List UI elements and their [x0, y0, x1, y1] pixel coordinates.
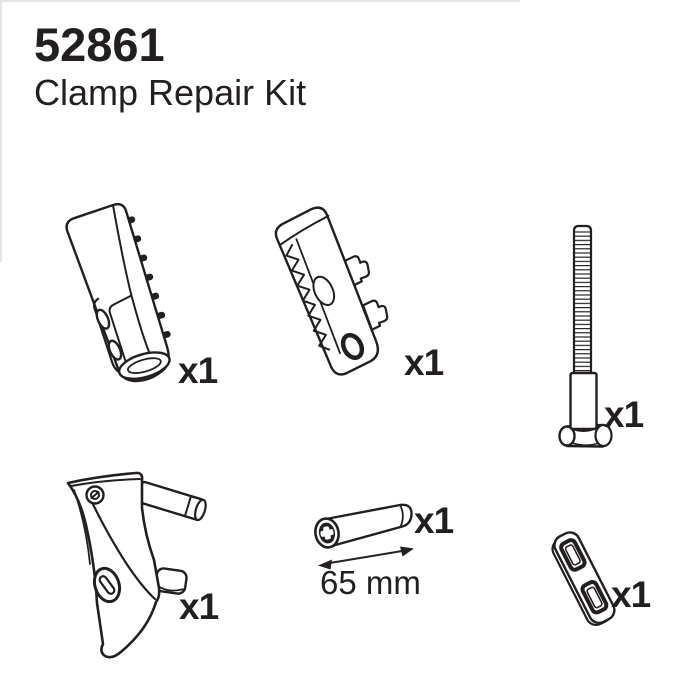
dimension-arrow-icon: [318, 546, 414, 570]
clamp-bracket-figure: [50, 468, 215, 663]
t-head-threaded-bolt-illustration: [558, 224, 613, 448]
serrated-clamp-jaw-figure: [262, 206, 412, 401]
clamp-bracket-illustration: [66, 471, 207, 659]
slotted-insert-figure: [548, 528, 620, 630]
t-head-threaded-bolt-figure: [550, 222, 620, 452]
page-edge-line-top: [0, 0, 520, 2]
quantity-label: x1: [414, 500, 454, 541]
clamp-cover-illustration: [65, 202, 171, 383]
header: 52861 Clamp Repair Kit: [34, 20, 306, 114]
quantity-label: x1: [179, 586, 219, 627]
clamp-cover-figure: [48, 202, 198, 408]
product-name: Clamp Repair Kit: [34, 72, 307, 114]
dimension-label: 65 mm: [320, 564, 421, 601]
quantity-label: x1: [178, 350, 218, 391]
page-edge-line-left: [0, 0, 2, 262]
serrated-clamp-jaw-illustration: [274, 206, 389, 376]
spacer-tube-figure: [312, 502, 417, 552]
dimension-arrow-figure: [316, 543, 416, 571]
product-code: 52861: [34, 18, 165, 71]
slotted-insert-illustration: [551, 531, 616, 627]
quantity-label: x1: [611, 574, 651, 615]
quantity-label: x1: [404, 342, 444, 383]
spacer-tube-illustration: [314, 503, 413, 549]
quantity-label: x1: [604, 394, 644, 435]
